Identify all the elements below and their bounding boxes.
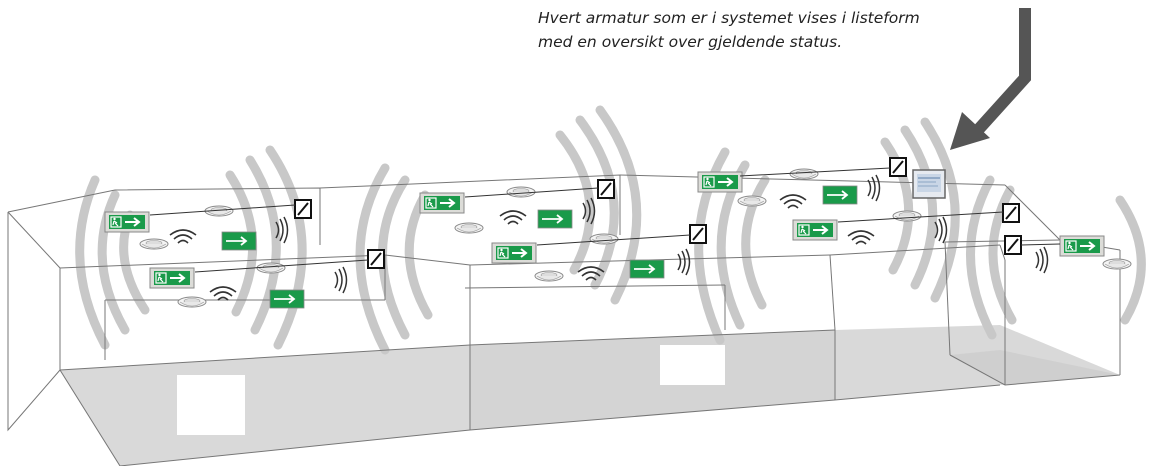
exit-sign-icon [792,219,838,241]
exit-sign-icon [149,267,195,289]
gateway-box-icon [294,199,312,219]
emergency-luminaire-icon [789,168,819,180]
radio-wave-icon [867,174,881,202]
exit-sign-icon [221,231,257,251]
wire [536,234,691,246]
emergency-luminaire-icon [177,296,207,308]
radio-wave-icon [75,105,1146,355]
wifi-signal-icon [779,194,807,209]
exit-sign-icon [1059,235,1105,257]
emergency-luminaire-icon [892,210,922,222]
monitor-icon [912,169,946,199]
exit-sign-icon [629,259,665,279]
emergency-luminaire-icon [737,195,767,207]
gateway-box-icon [1004,235,1022,255]
wifi-signal-icon [209,286,237,301]
gateway-box-icon [889,157,907,177]
caption: Hvert armatur som er i systemet vises i … [538,6,958,54]
floor [60,345,470,466]
floor [470,330,835,430]
caption-line-2: med en oversikt over gjeldende status. [538,33,843,51]
exit-sign-icon [491,242,537,264]
wire [1020,243,1061,246]
gateway-box-icon [689,224,707,244]
caption-line-1: Hvert armatur som er i systemet vises i … [538,9,920,27]
wire [149,204,296,216]
doorway [177,375,245,435]
floor [950,350,1120,385]
radio-wave-icon [334,266,348,294]
exit-sign-icon [537,209,573,229]
wire [464,187,599,198]
wifi-signal-icon [169,229,197,244]
emergency-luminaire-icon [256,262,286,274]
gateway-box-icon [1002,203,1020,223]
exit-sign-icon [697,171,743,193]
radio-wave-icon [1035,246,1049,274]
wifi-signal-icon [499,210,527,225]
exit-sign-icon [104,211,150,233]
emergency-luminaire-icon [506,186,536,198]
emergency-luminaire-icon [589,233,619,245]
emergency-luminaire-icon [1102,258,1132,270]
arrow-head-icon [950,112,990,150]
gateway-box-icon [597,179,615,199]
callout-arrow [973,8,1031,135]
wire [194,259,369,273]
wifi-signal-icon [847,230,875,245]
emergency-luminaire-icon [454,222,484,234]
emergency-luminaire-icon [139,238,169,250]
gateway-box-icon [367,249,385,269]
exit-sign-icon [419,192,465,214]
wire [837,211,1004,223]
radio-wave-icon [677,248,691,276]
doorway [660,345,725,385]
wire [739,167,891,177]
emergency-luminaire-icon [534,270,564,282]
exit-sign-icon [822,185,858,205]
exit-sign-icon [269,289,305,309]
